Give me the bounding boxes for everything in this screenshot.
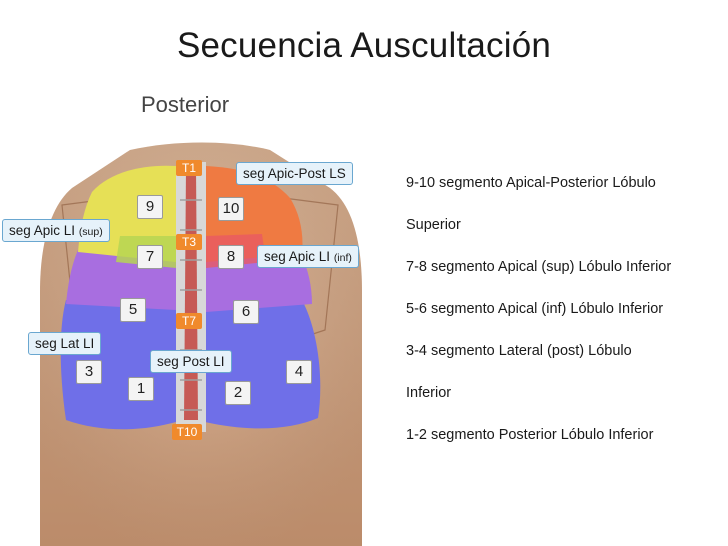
- auscultation-point-1: 1: [128, 377, 154, 401]
- callout-apic-li-inf: seg Apic LI (inf): [257, 245, 359, 268]
- auscultation-point-4: 4: [286, 360, 312, 384]
- auscultation-point-3: 3: [76, 360, 102, 384]
- callout-apic-post-ls: seg Apic-Post LS: [236, 162, 353, 185]
- back-lungs-illustration: [40, 142, 362, 546]
- auscultation-point-7: 7: [137, 245, 163, 269]
- vertebra-label-t7: T7: [176, 313, 202, 329]
- note-line: 1-2 segmento Posterior Lóbulo Inferior: [406, 427, 654, 443]
- callout-apic-li-sup-qualifier: (sup): [78, 226, 103, 238]
- callout-apic-li-sup: seg Apic LI (sup): [2, 219, 110, 242]
- slide-title: Secuencia Auscultación: [176, 26, 552, 65]
- callout-post-li: seg Post LI: [150, 350, 232, 373]
- vertebra-label-t10: T10: [172, 424, 202, 440]
- vertebra-label-t3: T3: [176, 234, 202, 250]
- note-line: 5-6 segmento Apical (inf) Lóbulo Inferio…: [406, 301, 664, 317]
- auscultation-point-6: 6: [233, 300, 259, 324]
- note-line: 3-4 segmento Lateral (post) Lóbulo: [406, 343, 632, 359]
- callout-apic-li-inf-qualifier: (inf): [333, 252, 352, 264]
- vertebra-label-t1: T1: [176, 160, 202, 176]
- view-subtitle: Posterior: [141, 92, 230, 117]
- spinal-cord: [184, 168, 198, 420]
- callout-apic-li-sup-text: seg Apic LI: [9, 223, 76, 238]
- auscultation-point-9: 9: [137, 195, 163, 219]
- note-line: Inferior: [406, 385, 452, 401]
- auscultation-point-8: 8: [218, 245, 244, 269]
- note-line: 7-8 segmento Apical (sup) Lóbulo Inferio…: [406, 259, 672, 275]
- auscultation-point-2: 2: [225, 381, 251, 405]
- auscultation-point-5: 5: [120, 298, 146, 322]
- callout-apic-li-inf-text: seg Apic LI: [264, 249, 331, 264]
- auscultation-point-10: 10: [218, 197, 244, 221]
- segment-notes: 9-10 segmento Apical-Posterior Lóbulo Su…: [406, 174, 726, 468]
- note-line: 9-10 segmento Apical-Posterior Lóbulo: [406, 175, 656, 191]
- note-line: Superior: [406, 217, 461, 233]
- callout-lat-li: seg Lat LI: [28, 332, 102, 355]
